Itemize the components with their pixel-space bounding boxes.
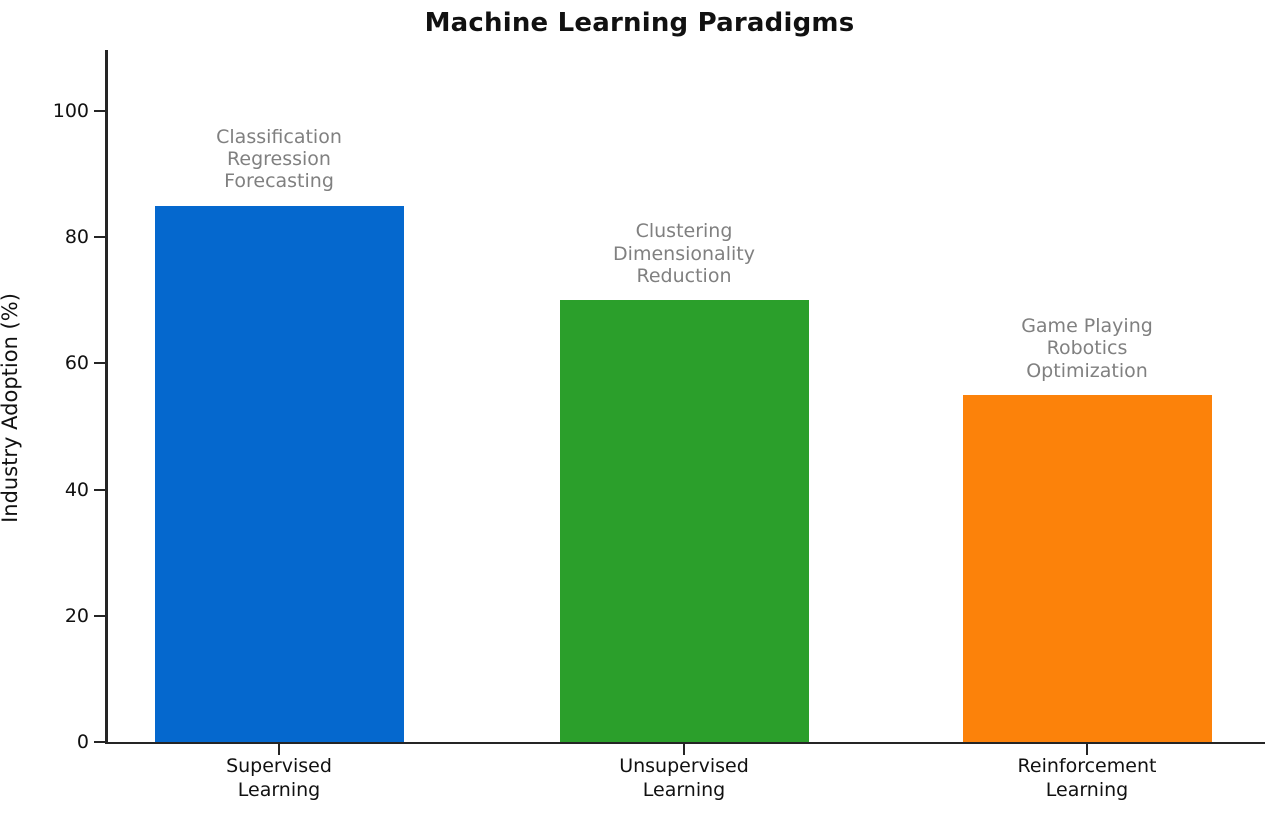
- y-tick-mark: [94, 109, 105, 113]
- x-tick-mark: [1085, 744, 1089, 755]
- y-tick-label: 80: [64, 226, 89, 249]
- y-tick-label: 100: [52, 100, 89, 122]
- x-tick-label-3: Reinforcement Learning: [1017, 755, 1157, 801]
- bar-annotation-3: Game Playing Robotics Optimization: [1021, 314, 1153, 382]
- bar-3[interactable]: [962, 394, 1212, 742]
- x-tick-mark: [682, 744, 686, 755]
- y-axis-spine: [105, 50, 108, 744]
- x-tick-label-1: Supervised Learning: [226, 755, 332, 801]
- y-tick-mark: [94, 488, 105, 491]
- bar-annotation-1: Classification Regression Forecasting: [216, 125, 342, 193]
- y-tick-label: 20: [64, 604, 89, 627]
- y-tick-mark: [94, 614, 105, 617]
- y-axis-title: Industry Adoption (%): [0, 293, 22, 523]
- y-tick-mark: [94, 740, 105, 744]
- bar-1[interactable]: [154, 205, 404, 742]
- y-tick-mark: [94, 362, 105, 365]
- bar-annotation-2: Clustering Dimensionality Reduction: [613, 220, 755, 288]
- chart-title: Machine Learning Paradigms: [424, 8, 855, 38]
- bar-2[interactable]: [559, 300, 809, 742]
- y-tick-mark: [94, 236, 105, 239]
- x-tick-mark: [277, 744, 281, 755]
- y-tick-label: 60: [64, 352, 89, 375]
- x-tick-label-2: Unsupervised Learning: [619, 755, 749, 801]
- x-axis-spine: [105, 741, 1265, 745]
- y-tick-label: 0: [76, 731, 89, 753]
- y-tick-label: 40: [64, 478, 89, 501]
